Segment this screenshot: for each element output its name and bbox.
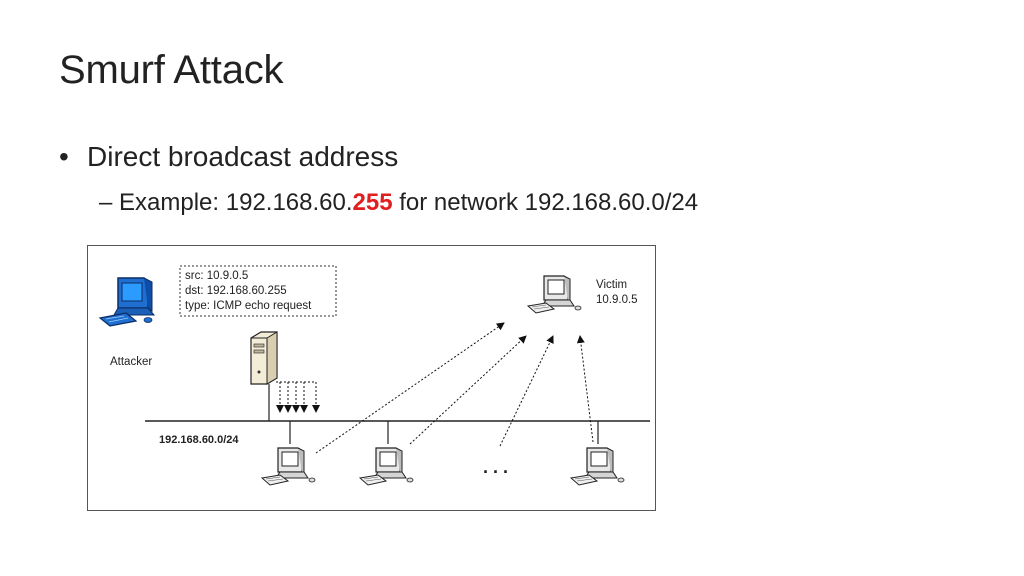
packet-type: type: ICMP echo request	[185, 300, 312, 312]
attacker-computer-icon	[98, 277, 156, 327]
sub-bullet-suffix: for network 192.168.60.0/24	[392, 189, 699, 216]
victim-label: Victim	[596, 279, 627, 291]
sub-bullet-dash: –	[99, 189, 113, 216]
diagram-canvas: Attacker src: 10.9.0.5 dst: 192.168.60.2…	[98, 265, 650, 486]
sub-bullet-prefix: Example: 192.168.60.	[119, 189, 353, 216]
host-computer-icon	[359, 447, 414, 486]
smurf-attack-diagram: Attacker src: 10.9.0.5 dst: 192.168.60.2…	[87, 245, 656, 511]
packet-src: src: 10.9.0.5	[185, 270, 248, 282]
server-tower-icon	[250, 331, 278, 385]
bullet-text: Direct broadcast address	[87, 141, 399, 172]
echo-reply-arrows	[315, 322, 594, 454]
broadcast-arrows	[276, 381, 320, 413]
attacker-label: Attacker	[110, 356, 152, 368]
sub-bullet-item: – Example: 192.168.60.255 for network 19…	[99, 189, 698, 217]
bullet-dot: •	[59, 141, 69, 172]
packet-info-box	[179, 265, 337, 317]
bullet-item: • Direct broadcast address	[59, 141, 398, 173]
host-computer-icon	[261, 447, 316, 486]
victim-computer-icon	[527, 275, 582, 314]
broadcast-octet-highlight: 255	[352, 189, 393, 216]
slide-title: Smurf Attack	[59, 48, 284, 92]
network-label: 192.168.60.0/24	[159, 434, 239, 446]
packet-dst: dst: 192.168.60.255	[185, 285, 287, 297]
victim-ip: 10.9.0.5	[596, 294, 638, 306]
host-computer-icon	[570, 447, 625, 486]
more-hosts-ellipsis: . . .	[483, 457, 508, 477]
